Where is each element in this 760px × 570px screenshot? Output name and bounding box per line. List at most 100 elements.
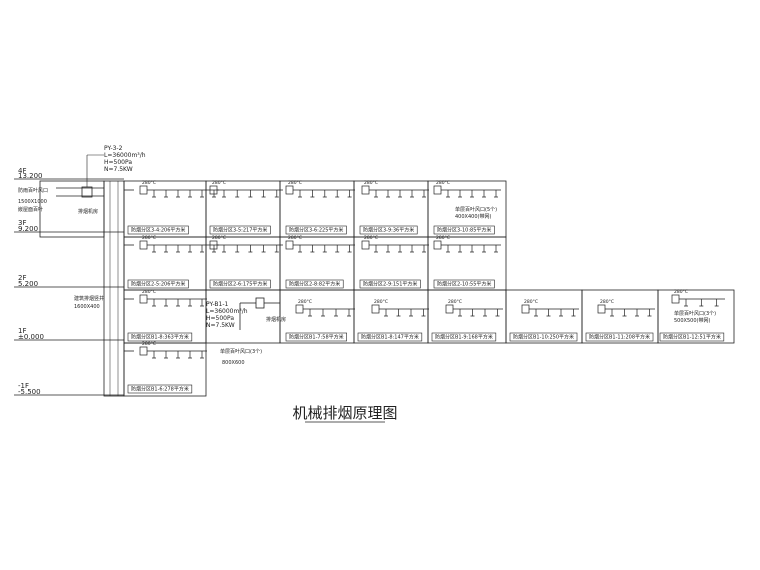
smoke-outlet-symbol	[495, 309, 500, 317]
shaft-label-line2: 1600X400	[74, 304, 100, 310]
smoke-outlet-symbol	[446, 245, 450, 253]
zone-label-box	[285, 332, 347, 342]
exhaust-shaft	[103, 180, 125, 397]
smoke-outlet-symbol	[410, 245, 414, 253]
smoke-outlet-symbol	[458, 190, 462, 198]
zone-label: 防烟分区3-9:36平方米	[359, 225, 418, 235]
zone-label-text: 防烟分区B1-11:208平方米	[589, 334, 650, 341]
smoke-outlet-symbol	[310, 245, 315, 253]
zone-duct-branch	[139, 240, 219, 253]
damper-temp-label: 280°C	[600, 299, 614, 305]
zone-label-text: 防烟分区B1-9:168平方米	[435, 334, 493, 341]
zone-duct-branch	[371, 304, 429, 317]
smoke-outlet-symbol	[164, 190, 168, 198]
fire-damper-symbol	[361, 185, 370, 195]
smoke-outlet-symbol	[188, 351, 192, 359]
zone3-10-outlet-line1: 单层百叶风口(5个)	[455, 206, 497, 213]
zoneb1-12-outlet-line1: 单层百叶风口(3个)	[674, 310, 716, 317]
smoke-outlet-symbol	[212, 190, 216, 198]
fire-damper-symbol	[139, 346, 148, 356]
smoke-outlet-symbol	[248, 190, 253, 198]
damper-temp-label: 280°C	[298, 299, 312, 305]
floor-elev-1f: ±0.000	[18, 333, 44, 341]
damper-temp-label: 280°C	[436, 235, 450, 241]
zone-label-box	[431, 332, 497, 342]
zone-label: 防烟分区B1-8:147平方米	[357, 332, 423, 342]
smoke-outlet-symbol	[470, 245, 474, 253]
smoke-outlet-symbol	[714, 299, 719, 307]
smoke-outlet-symbol	[164, 299, 168, 307]
zone-label: 防烟分区B1-7:58平方米	[285, 332, 347, 342]
smoke-outlet-symbol	[470, 190, 474, 198]
smoke-outlet-symbol	[494, 190, 498, 198]
smoke-outlet-symbol	[374, 190, 378, 198]
zone-label: 防烟分区3-5:217平方米	[209, 225, 271, 235]
fan-room-top-label: 排烟机房	[78, 208, 98, 215]
smoke-outlet-symbol	[212, 245, 216, 253]
zone-label-text: 防烟分区B1-10:250平方米	[513, 334, 574, 341]
fan-room-b1-label: 排烟机房	[266, 316, 286, 323]
fan-top-flow: L=36000m³/h	[104, 152, 146, 159]
roof-louver-line2: 1500X1000	[18, 199, 47, 205]
damper-temp-label: 280°C	[364, 235, 378, 241]
smoke-outlet-symbol	[494, 245, 498, 253]
floor-elev-4f: 13.200	[18, 172, 43, 180]
smoke-outlet-symbol	[188, 190, 192, 198]
smoke-outlet-symbol	[261, 245, 266, 253]
smoke-outlet-symbol	[322, 245, 327, 253]
zone-label: 防烟分区2-5:206平方米	[127, 279, 189, 289]
fire-damper-symbol	[285, 240, 294, 250]
zone-label-text: 防烟分区B1-6:278平方米	[131, 386, 189, 393]
smoke-outlet-symbol	[176, 190, 180, 198]
smoke-outlet-symbol	[335, 190, 340, 198]
zone-label: 防烟分区B1-10:250平方米	[509, 332, 578, 342]
zone-label: 防烟分区3-10:85平方米	[433, 225, 495, 235]
floor-label-1f: 1F	[18, 327, 26, 335]
smoke-outlet-symbol	[188, 299, 192, 307]
smoke-outlet-symbol	[409, 309, 413, 317]
fan-top-pressure: H=500Pa	[104, 159, 132, 166]
smoke-outlet-symbol	[347, 190, 352, 198]
smoke-outlet-symbol	[482, 190, 486, 198]
zone-label: 防烟分区B1-12:51平方米	[659, 332, 725, 342]
zone-label: 防烟分区2-9:151平方米	[359, 279, 421, 289]
zone-label-text: 防烟分区3-9:36平方米	[363, 227, 414, 234]
zone-label-text: 防烟分区B1-7:58平方米	[289, 334, 344, 341]
smoke-outlet-symbol	[235, 245, 240, 253]
smoke-outlet-symbol	[470, 309, 475, 317]
smoke-outlet-symbol	[200, 190, 204, 198]
zone-label: 防烟分区2-6:175平方米	[209, 279, 271, 289]
zone-box-b1-12	[657, 289, 735, 344]
smoke-outlet-symbol	[422, 245, 426, 253]
zone-label-box	[585, 332, 654, 342]
fire-damper-symbol	[521, 304, 530, 314]
b1-outlet-line2: 800X600	[222, 360, 245, 366]
zone-duct-branch	[209, 240, 283, 253]
zone-box-b1-6	[123, 342, 207, 397]
fan-symbol-top	[81, 186, 93, 198]
zone-duct-branch	[445, 304, 503, 317]
smoke-outlet-symbol	[483, 309, 487, 317]
zone-label: 防烟分区3-4:206平方米	[127, 225, 189, 235]
floor-label-b1: -1F	[18, 382, 29, 390]
smoke-outlet-symbol	[647, 309, 652, 317]
zone-duct-branch	[433, 240, 501, 253]
damper-temp-label: 280°C	[674, 289, 688, 295]
zone-duct-branch	[139, 294, 207, 307]
smoke-outlet-symbol	[274, 190, 279, 198]
fire-damper-symbol	[445, 304, 454, 314]
zone-label: 防烟分区B1-11:208平方米	[585, 332, 654, 342]
diagram-lines	[14, 154, 735, 397]
smoke-outlet-symbol	[176, 351, 180, 359]
floor-label-4f: 4F	[18, 167, 26, 175]
zone-duct-branch	[209, 185, 283, 198]
zone-label-text: 防烟分区B1-12:51平方米	[663, 334, 721, 341]
damper-temp-label: 280°C	[212, 235, 226, 241]
fire-damper-symbol	[433, 240, 442, 250]
zone-label-box	[127, 332, 193, 342]
fire-damper-symbol	[671, 294, 680, 304]
zone-label-box	[433, 279, 495, 289]
zone-label-box	[285, 225, 347, 235]
zone-label-text: 防烟分区B1-8:363平方米	[131, 334, 189, 341]
damper-temp-label: 280°C	[142, 180, 156, 186]
